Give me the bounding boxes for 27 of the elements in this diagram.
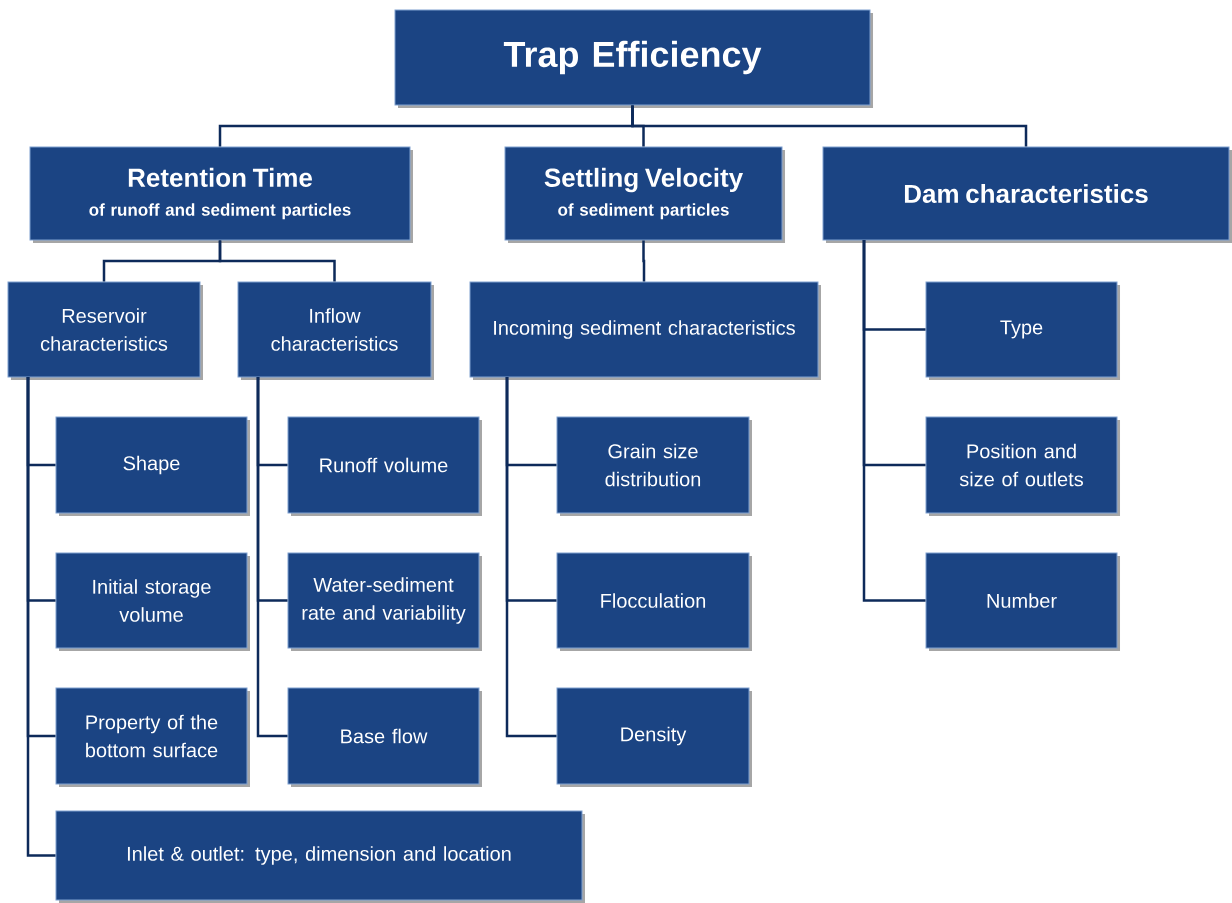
- category-box: Settling Velocity of sediment particles: [504, 146, 785, 243]
- factor-box: Reservoir characteristics: [7, 281, 203, 380]
- factor-box: Grain size distribution: [556, 416, 752, 516]
- connector-line: [631, 105, 1028, 147]
- factor-box: Incoming sediment characteristics: [469, 281, 821, 380]
- factor-box: Initial storage volume: [55, 552, 250, 651]
- factor-box: Flocculation: [556, 552, 752, 651]
- factor-box: Base flow: [287, 687, 482, 787]
- factor-box: Water-sediment rate and variability: [287, 552, 482, 651]
- factor-box: Density: [556, 687, 752, 787]
- title-box: Trap Efficiency: [394, 9, 873, 108]
- factor-box: Inflow characteristics: [237, 281, 434, 380]
- factor-box: Number: [925, 552, 1120, 651]
- factor-box: Position and size of outlets: [925, 416, 1120, 516]
- connector-line: [26, 377, 56, 857]
- factor-box: Inlet & outlet: type, dimension and location: [55, 810, 585, 903]
- connector-line: [642, 240, 646, 282]
- factor-box: Runoff volume: [287, 416, 482, 516]
- connector-line: [505, 377, 557, 738]
- category-box: Retention Time of runoff and sediment particles: [29, 146, 413, 243]
- category-box: Dam characteristics: [822, 146, 1232, 243]
- connector-line: [256, 377, 288, 738]
- factor-box: Property of the bottom surface: [55, 687, 250, 787]
- factor-box: Type: [925, 281, 1120, 380]
- connector-line: [862, 240, 926, 602]
- factor-box: Shape: [55, 416, 250, 516]
- connector-line: [218, 240, 336, 282]
